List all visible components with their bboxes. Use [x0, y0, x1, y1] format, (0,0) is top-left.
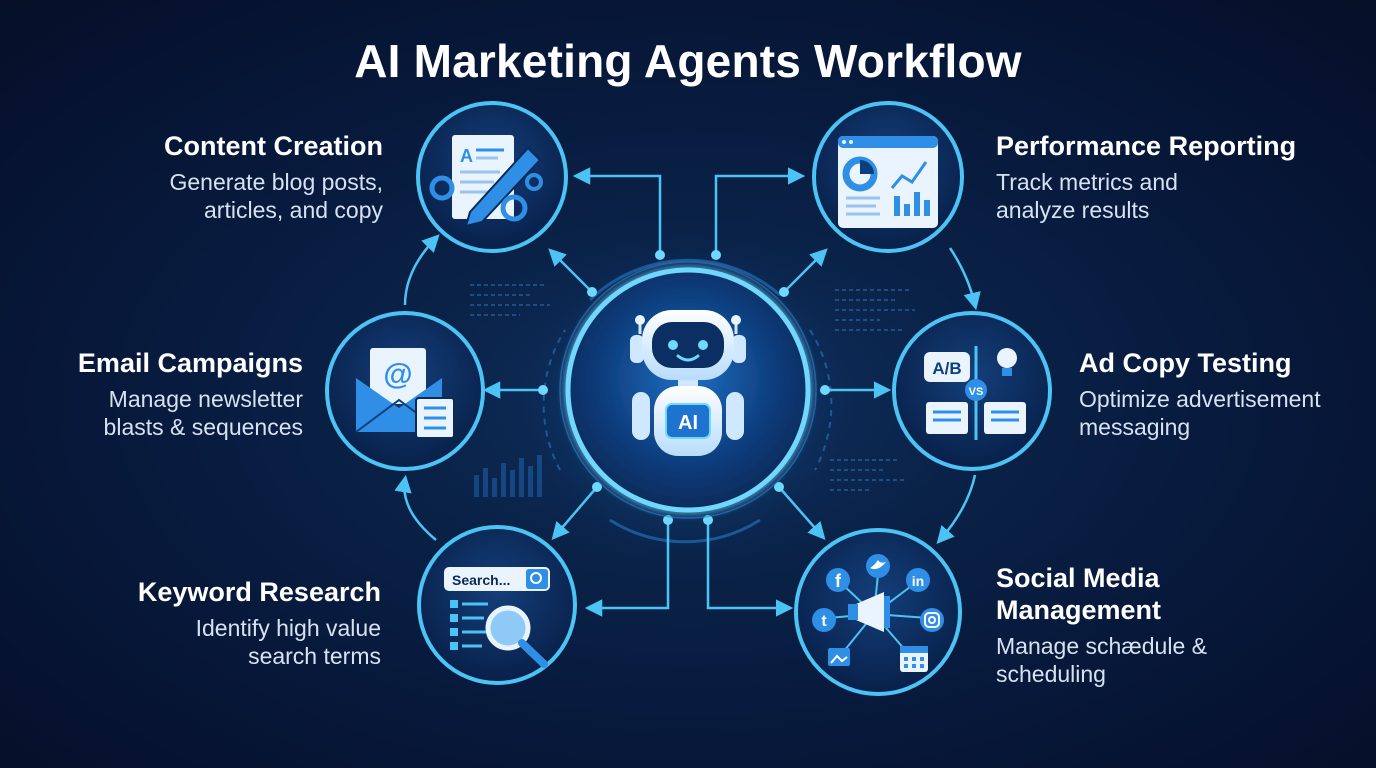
search-magnifier-icon: Search...	[444, 567, 550, 668]
node-heading: Content Creation	[164, 131, 383, 161]
node-ad-copy-testing: A/B VS	[892, 311, 1052, 471]
node-heading: Social Media Management	[996, 563, 1162, 625]
node-heading: Performance Reporting	[996, 131, 1297, 161]
linkedin-icon	[906, 568, 930, 592]
ab-test-icon: A/B VS	[924, 346, 1026, 440]
label-social-media-management: Social Media Management Manage schædule …	[996, 562, 1296, 688]
tumblr-icon	[812, 608, 836, 632]
connector-content	[572, 167, 662, 255]
page-title: AI Marketing Agents Workflow	[354, 35, 1022, 87]
cycle-performance-to-ad	[948, 247, 981, 311]
connector-social-diag	[778, 486, 826, 540]
decor-bars-left	[474, 455, 542, 497]
node-description: Manage newsletter blasts & sequences	[103, 386, 303, 440]
svg-text:VS: VS	[969, 386, 984, 398]
node-heading: Email Campaigns	[77, 348, 303, 378]
node-description: Optimize advertisement messaging	[1079, 386, 1321, 440]
facebook-icon	[826, 568, 850, 592]
svg-text:t: t	[821, 613, 827, 630]
cycle-ad-to-social	[936, 474, 977, 544]
label-email-campaigns: Email Campaigns Manage newsletter blasts…	[40, 347, 303, 441]
label-content-creation: Content Creation Generate blog posts, ar…	[120, 130, 383, 224]
node-social-media-management: f in t	[794, 528, 962, 696]
connector-social	[706, 520, 794, 617]
node-description: Track metrics and analyze results	[996, 169, 1178, 223]
cycle-keyword-to-email	[394, 474, 437, 541]
document-pencil-gears-icon: A	[429, 135, 543, 228]
envelope-checklist-icon: @	[355, 348, 455, 439]
node-description: Identify high value search terms	[195, 615, 381, 669]
svg-text:Search...: Search...	[452, 572, 510, 588]
node-performance-reporting	[812, 101, 964, 253]
connector-content-diag	[548, 248, 593, 293]
node-keyword-research: Search...	[417, 525, 577, 685]
connector-performance	[714, 167, 806, 255]
svg-text:in: in	[912, 573, 924, 589]
node-description: Generate blog posts, articles, and copy	[169, 169, 383, 223]
connector-dots	[538, 250, 830, 525]
instagram-icon	[920, 608, 944, 632]
svg-text:@: @	[383, 358, 412, 391]
cycle-email-to-content	[403, 234, 440, 306]
svg-text:f: f	[835, 571, 842, 591]
connector-performance-diag	[783, 248, 828, 293]
label-performance-reporting: Performance Reporting Track metrics and …	[996, 130, 1326, 224]
robot-icon: AI	[630, 310, 746, 456]
node-description: Manage schædule & scheduling	[996, 633, 1207, 687]
core-decor-arcs	[542, 258, 833, 544]
connectors	[394, 167, 981, 617]
svg-text:A: A	[460, 146, 473, 166]
node-content-creation: A	[416, 101, 568, 253]
node-heading: Ad Copy Testing	[1079, 348, 1292, 378]
dashboard-charts-icon	[838, 136, 938, 228]
node-email-campaigns: @	[325, 311, 485, 471]
label-ad-copy-testing: Ad Copy Testing Optimize advertisement m…	[1079, 347, 1369, 441]
connector-keyword	[584, 520, 670, 617]
node-heading: Keyword Research	[137, 577, 381, 607]
core-ai-badge: AI	[678, 412, 698, 434]
decor-code-lines	[470, 284, 915, 491]
connector-keyword-diag	[551, 486, 598, 540]
label-keyword-research: Keyword Research Identify high value sea…	[100, 576, 381, 670]
svg-text:A/B: A/B	[932, 359, 961, 378]
